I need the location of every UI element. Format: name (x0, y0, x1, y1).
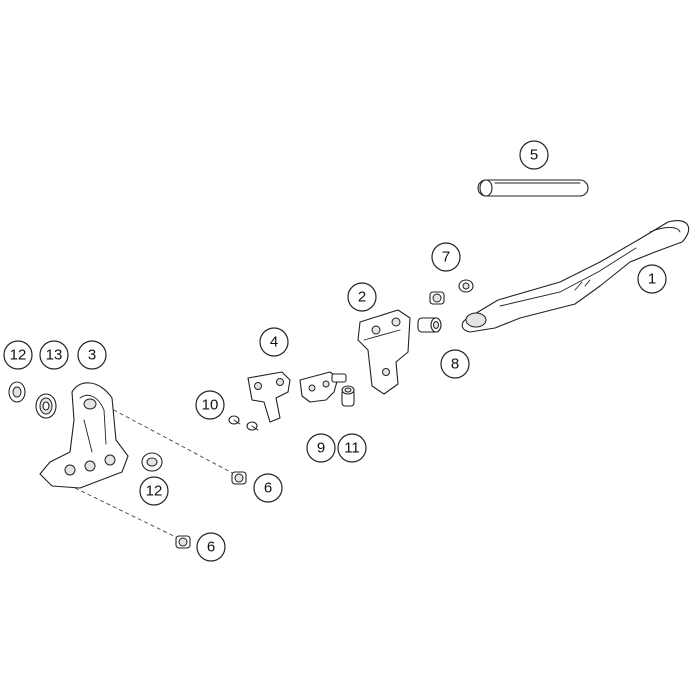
callout-label: 12 (10, 347, 27, 364)
callout-label: 9 (317, 440, 325, 457)
callout-label: 6 (207, 539, 215, 556)
callout-label: 2 (358, 289, 366, 306)
callout-12-upper: 12 (3, 340, 33, 370)
callout-10: 10 (195, 390, 225, 420)
callout-label: 13 (46, 347, 63, 364)
callout-label: 8 (451, 356, 459, 373)
callout-label: 12 (146, 483, 163, 500)
small-screws-part (228, 415, 259, 431)
bolt-part-lower (175, 535, 191, 549)
washer-part-lower (141, 452, 163, 472)
callout-2: 2 (347, 282, 377, 312)
callout-9: 9 (306, 433, 336, 463)
callout-4: 4 (259, 327, 289, 357)
callout-label: 10 (202, 397, 219, 414)
callout-7: 7 (431, 242, 461, 272)
switch-bracket-part (247, 371, 291, 423)
callout-label: 7 (442, 249, 450, 266)
side-stand-leg-part (461, 220, 690, 333)
callout-label: 1 (648, 271, 656, 288)
bearing-part (35, 393, 57, 419)
callout-label: 11 (344, 440, 360, 457)
washer-part-upper (8, 381, 26, 403)
callout-8: 8 (440, 349, 470, 379)
alignment-lines (74, 399, 239, 541)
bolt-part-upper (231, 471, 247, 485)
callout-label: 5 (530, 147, 538, 164)
callout-11: 11 (337, 433, 367, 463)
stand-bolt-part (429, 279, 474, 305)
callout-6-upper: 6 (253, 473, 283, 503)
callout-13: 13 (39, 340, 69, 370)
callout-6-lower: 6 (196, 532, 226, 562)
bushing-part (417, 317, 442, 333)
callout-3: 3 (77, 340, 107, 370)
callout-label: 4 (270, 334, 278, 351)
callout-label: 3 (88, 347, 96, 364)
side-stand-switch-part (299, 371, 347, 403)
spring-part (477, 179, 589, 197)
callout-label: 6 (264, 480, 272, 497)
main-bracket-part (39, 382, 129, 489)
callout-5: 5 (519, 140, 549, 170)
pin-part (341, 385, 355, 407)
callout-1: 1 (637, 264, 667, 294)
bracket-plate-part (357, 309, 411, 395)
callout-12-lower: 12 (139, 476, 169, 506)
